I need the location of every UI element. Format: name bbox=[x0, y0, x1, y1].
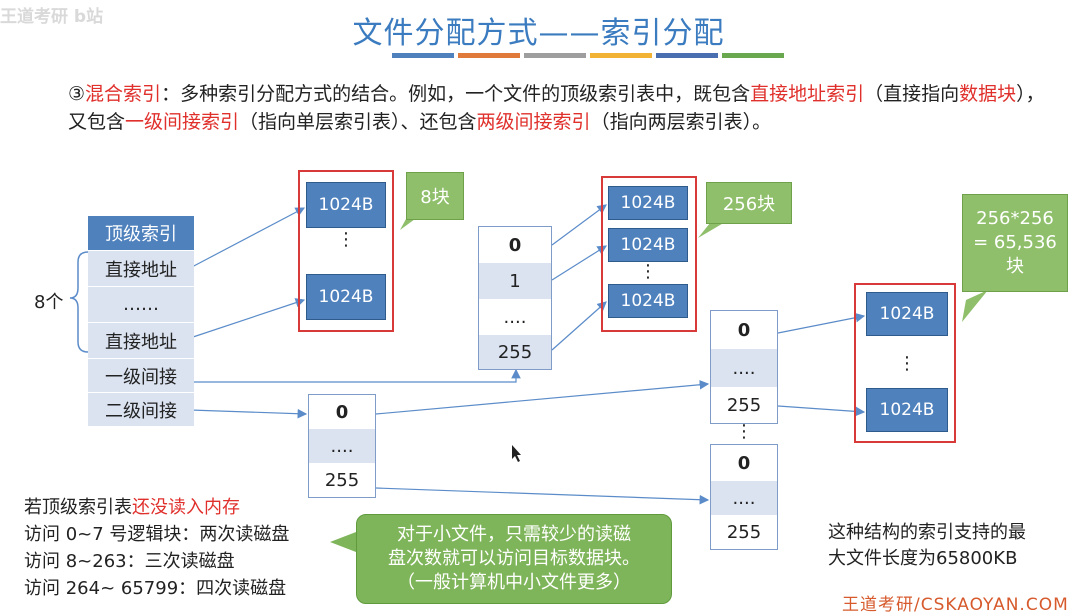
top-index-row-ellipsis: …… bbox=[88, 286, 194, 322]
description-text: （直接指向 bbox=[864, 83, 960, 105]
vertical-dots: ⋮ bbox=[639, 261, 657, 282]
max-size-conclusion: 这种结构的索引支持的最 大文件长度为65800KB bbox=[828, 520, 1026, 572]
top-index-row-double-indirect: 二级间接 bbox=[88, 392, 194, 426]
index-entry: 255 bbox=[479, 335, 551, 369]
note-line: 访问 8~263：三次读磁盘 bbox=[24, 551, 235, 572]
vertical-dots: ⋮ bbox=[337, 229, 355, 250]
term-double-indirect: 两级间接索引 bbox=[476, 111, 591, 133]
watermark-logo: 王道考研 b站 bbox=[0, 7, 104, 27]
index-entry: .... bbox=[711, 481, 777, 515]
index-entry: .... bbox=[479, 299, 551, 335]
index-entry: 255 bbox=[309, 463, 375, 497]
index-entry: 0 bbox=[711, 311, 777, 349]
conclusion-line: 大文件长度为65800KB bbox=[828, 548, 1018, 569]
single-index-table: 0 1 .... 255 bbox=[478, 226, 552, 370]
callout-65536-blocks: 256*256 = 65,536 块 bbox=[962, 194, 1068, 292]
index-entry: .... bbox=[309, 429, 375, 463]
callout-8-blocks: 8块 bbox=[406, 172, 464, 220]
title-color-bar bbox=[392, 53, 784, 58]
term-direct-index: 直接地址索引 bbox=[750, 83, 865, 105]
brace-count-label: 8个 bbox=[34, 292, 64, 313]
callout-line: 盘次数就可以访问目标数据块。 bbox=[388, 548, 640, 569]
data-block: 1024B bbox=[866, 292, 948, 336]
index-entry: 0 bbox=[711, 445, 777, 481]
index-entry: .... bbox=[711, 349, 777, 387]
data-block: 1024B bbox=[608, 186, 688, 220]
double-second-index-table: 0 .... 255 bbox=[710, 444, 778, 550]
footer-brand: 王道考研/CSKAOYAN.COM bbox=[842, 595, 1069, 615]
vertical-dots: ⋮ bbox=[898, 353, 916, 374]
description-text: ），又包含 bbox=[68, 83, 1045, 133]
top-index-row-direct: 直接地址 bbox=[88, 250, 194, 286]
top-index-row-single-indirect: 一级间接 bbox=[88, 358, 194, 392]
callout-256-blocks: 256块 bbox=[706, 182, 792, 224]
single-blocks-group bbox=[601, 176, 697, 332]
index-entry: 255 bbox=[711, 515, 777, 549]
description-text: （指向两层索引表）。 bbox=[590, 111, 772, 133]
double-blocks-group bbox=[854, 283, 956, 443]
note-line: 访问 0~7 号逻辑块：两次读磁盘 bbox=[24, 524, 290, 545]
callout-line: 对于小文件，只需较少的读磁 bbox=[397, 524, 631, 545]
data-block: 1024B bbox=[866, 388, 948, 432]
callout-line: （一般计算机中小文件更多） bbox=[397, 572, 631, 593]
data-block: 1024B bbox=[306, 274, 386, 320]
index-entry: 255 bbox=[711, 387, 777, 423]
data-block: 1024B bbox=[608, 228, 688, 262]
data-block: 1024B bbox=[608, 284, 688, 318]
description: ③混合索引：多种索引分配方式的结合。例如，一个文件的顶级索引表中，既包含直接地址… bbox=[68, 80, 1058, 136]
term-mixed-index: 混合索引 bbox=[85, 83, 162, 105]
description-text: ：多种索引分配方式的结合。例如，一个文件的顶级索引表中，既包含 bbox=[161, 83, 751, 105]
index-entry: 1 bbox=[479, 263, 551, 299]
note-line: 访问 264~ 65799：四次读磁盘 bbox=[24, 578, 287, 599]
description-text: （指向单层索引表）、还包含 bbox=[239, 111, 477, 133]
index-entry: 0 bbox=[479, 227, 551, 263]
small-file-callout: 对于小文件，只需较少的读磁 盘次数就可以访问目标数据块。 （一般计算机中小文件更… bbox=[356, 514, 672, 604]
access-notes: 若顶级索引表还没读入内存 访问 0~7 号逻辑块：两次读磁盘 访问 8~263：… bbox=[24, 494, 289, 602]
data-block: 1024B bbox=[306, 182, 386, 228]
mouse-cursor-icon bbox=[512, 445, 521, 462]
brace-8-entries bbox=[69, 251, 89, 353]
top-index-header: 顶级索引 bbox=[88, 216, 194, 250]
top-index-row-direct: 直接地址 bbox=[88, 322, 194, 358]
double-second-index-table: 0 .... 255 bbox=[710, 310, 778, 424]
note-text: 若顶级索引表 bbox=[24, 497, 132, 518]
slide-title: 文件分配方式——索引分配 bbox=[352, 16, 725, 51]
double-first-index-table: 0 .... 255 bbox=[308, 394, 376, 498]
term-data-block: 数据块 bbox=[959, 83, 1017, 105]
description-prefix: ③ bbox=[68, 83, 86, 105]
note-highlight: 还没读入内存 bbox=[132, 497, 240, 518]
vertical-dots: ⋮ bbox=[735, 421, 753, 442]
term-single-indirect: 一级间接索引 bbox=[125, 111, 240, 133]
conclusion-line: 这种结构的索引支持的最 bbox=[828, 522, 1026, 543]
note-line: 若顶级索引表还没读入内存 bbox=[24, 494, 289, 521]
index-entry: 0 bbox=[309, 395, 375, 429]
direct-blocks-group bbox=[298, 170, 394, 332]
